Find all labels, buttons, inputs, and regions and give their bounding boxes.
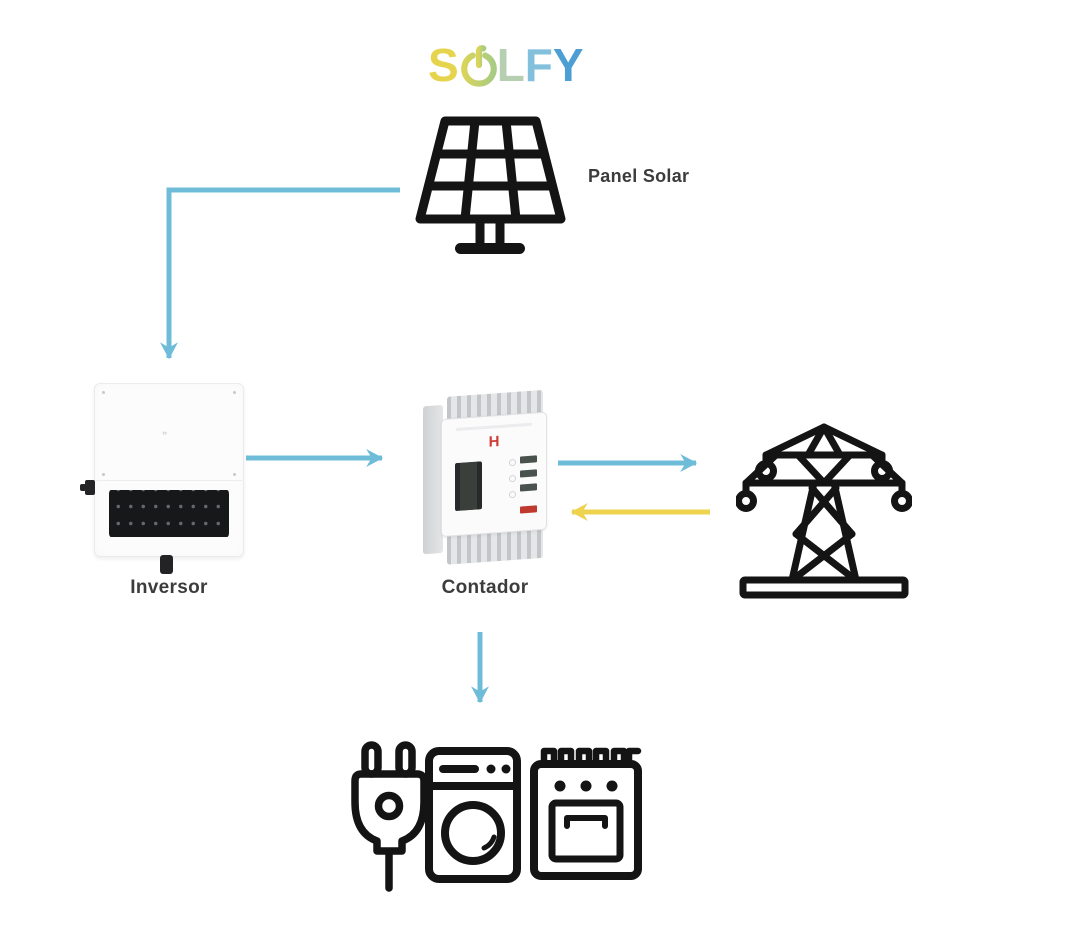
inverter-switch-knob	[85, 480, 95, 495]
inverter-seam	[96, 480, 242, 481]
energy-meter-device: H	[423, 389, 547, 565]
logo-letter-y: Y	[552, 39, 584, 91]
logo-letter-s: S	[428, 39, 459, 91]
plug-icon	[351, 741, 428, 892]
panel-solar-label: Panel Solar	[588, 166, 690, 186]
inverter-switch-knob-tip	[80, 484, 86, 491]
inverter-connector-panel	[103, 486, 235, 541]
meter-led	[520, 469, 537, 478]
logo-letter-l: L	[496, 39, 525, 91]
meter-led	[520, 483, 537, 492]
inverter-screw	[102, 391, 105, 394]
meter-led	[520, 455, 537, 464]
contador-label: Contador	[441, 577, 529, 598]
solar-panel-icon	[415, 116, 566, 254]
inverter-screw	[233, 473, 236, 476]
inverter-device: ❞	[80, 383, 244, 574]
energy-meter-body: H	[423, 388, 547, 569]
meter-front-panel: H	[441, 411, 547, 538]
inverter-cable-stub	[160, 555, 173, 574]
meter-model-line	[456, 422, 532, 432]
meter-brand-logo: H	[488, 432, 500, 451]
inversor-label: Inversor	[130, 577, 208, 598]
transmission-tower-icon	[736, 423, 912, 599]
washing-machine-icon	[425, 747, 521, 883]
inverter-brand-mark: ❞	[162, 431, 168, 442]
oven-icon	[530, 747, 642, 880]
edge-panel-to-inverter	[160, 187, 400, 360]
meter-led-dots	[509, 458, 516, 499]
solfy-logo: S L F Y	[428, 38, 584, 92]
meter-led-red	[520, 505, 537, 514]
meter-side-panel	[423, 404, 443, 555]
logo-power-o-icon	[460, 45, 497, 87]
inverter-screw	[233, 391, 236, 394]
logo-letter-f: F	[524, 39, 553, 91]
meter-status-leds	[520, 455, 537, 514]
inverter-screw	[102, 473, 105, 476]
meter-lcd-display	[455, 461, 482, 512]
